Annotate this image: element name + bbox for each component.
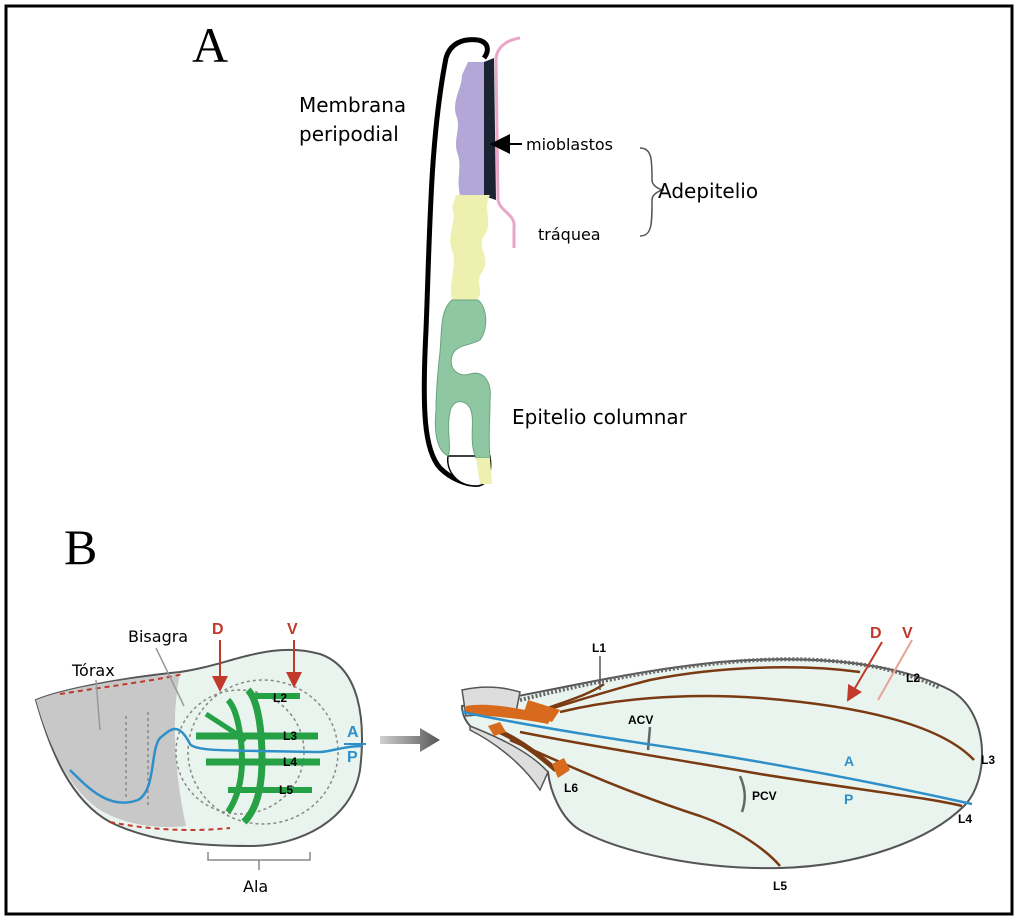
- wing-label-l4: L4: [958, 812, 972, 826]
- wing-disc: D V L2 L3 L4 L5 A P Tórax Bisagra Ala: [36, 621, 366, 896]
- label-mioblastos: mioblastos: [526, 135, 613, 154]
- disc-label-torax: Tórax: [71, 661, 115, 680]
- disc-label-d: D: [212, 621, 224, 638]
- label-membrana: Membrana: [299, 93, 406, 117]
- label-epitelio-columnar: Epitelio columnar: [512, 405, 688, 429]
- wing-label-p: P: [844, 791, 853, 807]
- panel-a-letter: A: [192, 17, 228, 73]
- wing-label-acv: ACV: [628, 713, 653, 727]
- disc-label-l5: L5: [279, 783, 293, 797]
- disc-label-a: A: [347, 724, 359, 741]
- wing-label-v: V: [902, 625, 913, 642]
- wing-label-pcv: PCV: [752, 789, 777, 803]
- wing-label-l5: L5: [773, 879, 787, 893]
- disc-label-v: V: [287, 621, 298, 638]
- label-adepitelio: Adepitelio: [658, 179, 758, 203]
- label-traquea: tráquea: [538, 225, 601, 244]
- transition-arrow: [380, 728, 440, 752]
- disc-label-l3: L3: [283, 729, 297, 743]
- columnar-epithelium-region: [435, 300, 490, 458]
- disc-label-ala: Ala: [243, 877, 268, 896]
- disc-label-p: P: [347, 749, 358, 766]
- ala-bracket: [208, 852, 310, 860]
- wing-label-d: D: [870, 625, 882, 642]
- wing-label-l1: L1: [592, 641, 606, 655]
- disc-label-l2: L2: [273, 691, 287, 705]
- disc-label-bisagra: Bisagra: [128, 627, 188, 646]
- wing-label-l6: L6: [564, 781, 578, 795]
- yellow-region: [450, 195, 490, 300]
- adult-wing: D V A P L1 L2 L3 L4 L5 L6 ACV PCV: [462, 625, 995, 893]
- disc-label-l4: L4: [283, 755, 297, 769]
- torax-region: [36, 674, 186, 827]
- wing-label-a: A: [844, 753, 854, 769]
- myoblasts-region: [484, 58, 496, 200]
- panel-b-letter: B: [64, 519, 97, 575]
- wing-label-l2: L2: [906, 671, 920, 685]
- panel-a: A Membrana peripodial mioblastos Adepite…: [192, 17, 758, 486]
- panel-b: B D V L2 L3: [36, 519, 995, 896]
- wing-label-l3: L3: [981, 753, 995, 767]
- label-peripodial: peripodial: [299, 122, 399, 146]
